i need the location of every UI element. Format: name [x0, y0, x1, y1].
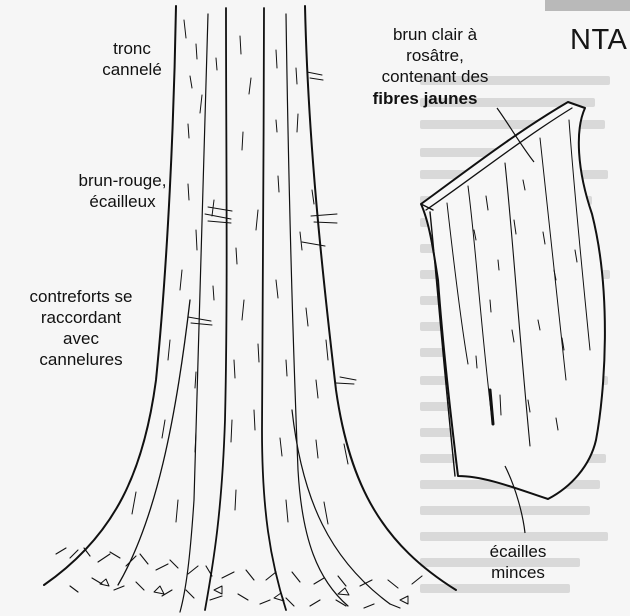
thin-scales-label: écailles minces — [477, 541, 559, 583]
light-brown-label: brun clair à rosâtre, contenant des — [352, 24, 518, 87]
nta-heading: NTA — [570, 24, 627, 57]
bark-piece-illustration — [421, 102, 605, 499]
red-brown-bark-label: brun-rouge, écailleux — [60, 170, 185, 212]
yellow-fibres-label: fibres jaunes — [358, 88, 492, 109]
trunk-label: tronc cannelé — [86, 38, 178, 80]
buttress-label: contreforts se raccordant avec cannelure… — [16, 286, 146, 370]
